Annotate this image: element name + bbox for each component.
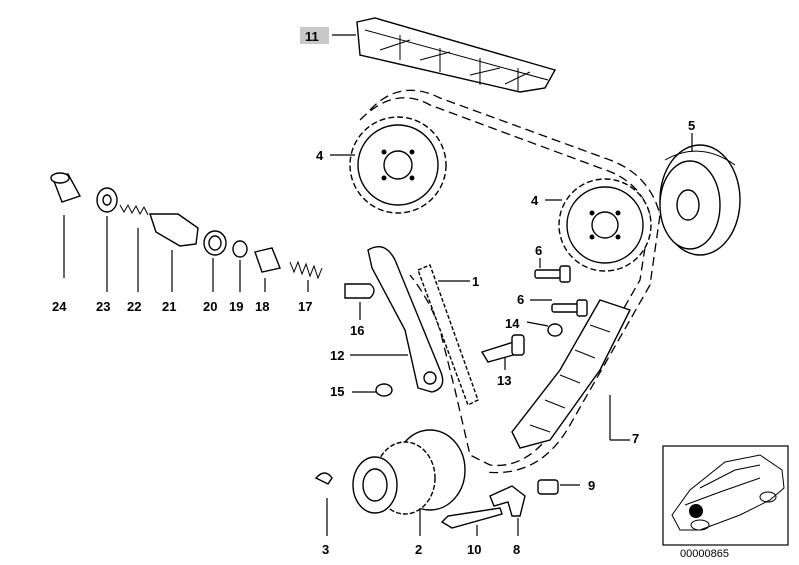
leader-lines [63, 34, 693, 536]
car-outline-icon [671, 454, 785, 531]
label-12: 12 [330, 348, 344, 363]
part-21-tensioner-body [149, 213, 199, 247]
part-17-spring [289, 260, 323, 280]
part-22-spring [119, 203, 149, 216]
part-13-pin [480, 334, 525, 363]
label-14: 14 [505, 316, 520, 331]
part-5-adjuster-hub [659, 144, 741, 256]
label-20: 20 [203, 299, 217, 314]
label-7: 7 [632, 431, 639, 446]
label-2: 2 [415, 542, 422, 557]
part-14-washer [547, 323, 563, 337]
label-15: 15 [330, 384, 344, 399]
part-3-woodruff-key [314, 472, 333, 485]
part-24-plug [50, 172, 82, 203]
label-5: 5 [688, 118, 695, 133]
label-8: 8 [513, 542, 520, 557]
part-15-clip [375, 383, 393, 397]
part-19-seal [232, 240, 248, 258]
label-4-right: 4 [531, 193, 539, 208]
inset-frame [662, 445, 789, 546]
part-7-guide-rail [511, 299, 631, 449]
part-4-sprocket-left [349, 116, 447, 214]
part-18-piston [254, 247, 281, 273]
label-17: 17 [298, 299, 312, 314]
label-21: 21 [162, 299, 176, 314]
label-4-left: 4 [316, 148, 324, 163]
label-13: 13 [497, 373, 511, 388]
label-23: 23 [96, 299, 110, 314]
label-9: 9 [588, 478, 595, 493]
label-6-lower: 6 [517, 292, 524, 307]
label-24: 24 [52, 299, 67, 314]
label-11-highlight [300, 27, 329, 44]
part-6-bolt-lower [551, 299, 588, 317]
part-4-sprocket-right [558, 178, 652, 272]
part-23-nut [96, 187, 118, 213]
part-10-bolt [440, 507, 503, 529]
part-9-sleeve [537, 479, 559, 495]
label-6-upper: 6 [535, 243, 542, 258]
part-16-piston [344, 283, 375, 299]
part-2-crank-sprocket [352, 429, 466, 515]
part-1-chain-segment [417, 264, 479, 406]
part-12-tensioner-rail [367, 246, 444, 393]
part-6-bolt-upper [534, 265, 571, 283]
label-16: 16 [350, 323, 364, 338]
part-20-ring [203, 230, 227, 256]
label-19: 19 [229, 299, 243, 314]
label-22: 22 [127, 299, 141, 314]
label-3: 3 [322, 542, 329, 557]
label-11: 11 [305, 29, 319, 44]
label-18: 18 [255, 299, 269, 314]
part-11-guide-rail [356, 17, 557, 93]
label-1: 1 [472, 274, 479, 289]
label-10: 10 [467, 542, 481, 557]
vehicle-inset: 00000865 [662, 445, 789, 560]
part-8-bracket [489, 485, 526, 517]
inset-code: 00000865 [680, 548, 729, 560]
